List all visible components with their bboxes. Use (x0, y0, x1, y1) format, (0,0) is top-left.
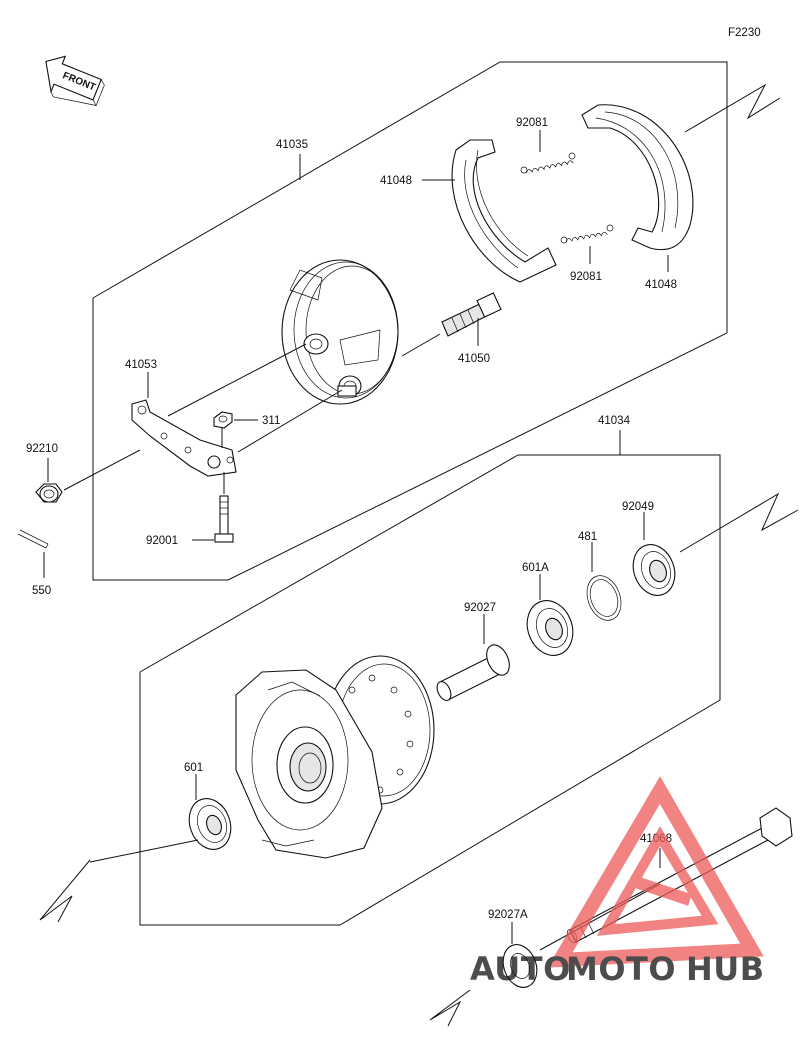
nut-92210 (35, 483, 63, 503)
label-41034: 41034 (598, 415, 631, 427)
label-92081-upper: 92081 (516, 117, 548, 129)
label-92027A: 92027A (488, 909, 528, 921)
label-601A: 601A (522, 562, 549, 574)
label-601: 601 (184, 762, 203, 774)
spacer-92027 (436, 644, 510, 701)
label-92049: 92049 (622, 501, 654, 513)
brake-lever (131, 399, 237, 477)
watermark-text-hub: HUB (686, 950, 765, 988)
figure-code: F2230 (728, 27, 761, 39)
label-41050: 41050 (458, 353, 490, 365)
watermark-logo: AUTO MOTO HUB (470, 776, 765, 988)
oil-seal-92049 (632, 544, 676, 596)
label-41053: 41053 (125, 359, 157, 371)
cotter-pin-550 (17, 529, 49, 549)
bearing-601 (188, 798, 232, 850)
watermark-text-auto: AUTO (470, 950, 571, 988)
spacer-92027A (502, 944, 538, 988)
bolt-92001 (214, 495, 234, 543)
hub-spoke-holes (348, 674, 414, 794)
brake-shoe-left (451, 139, 557, 283)
label-311: 311 (262, 415, 280, 427)
spring-lower (560, 224, 614, 244)
bearing-601A (526, 600, 574, 656)
nut-311 (213, 411, 233, 429)
brake-panel (281, 259, 399, 405)
circlip-481 (586, 575, 622, 621)
label-41048-left: 41048 (380, 175, 412, 187)
spring-upper (520, 152, 576, 174)
label-92210: 92210 (26, 443, 58, 455)
brake-shoe-right (581, 104, 694, 251)
brake-panel-box (92, 61, 728, 581)
label-41048-right: 41048 (645, 279, 677, 291)
watermark-triangle-icon (547, 776, 764, 968)
label-92001: 92001 (146, 535, 178, 547)
hub-box (139, 454, 721, 926)
label-550: 550 (32, 585, 51, 597)
brake-cam (441, 292, 502, 337)
front-arrow-icon: FRONT (45, 55, 105, 107)
watermark-text-moto: MOTO (566, 950, 676, 988)
label-92081-lower: 92081 (570, 271, 602, 283)
label-481: 481 (578, 531, 597, 543)
wheel-hub (235, 655, 435, 859)
label-41035: 41035 (276, 139, 308, 151)
label-92027: 92027 (464, 602, 496, 614)
